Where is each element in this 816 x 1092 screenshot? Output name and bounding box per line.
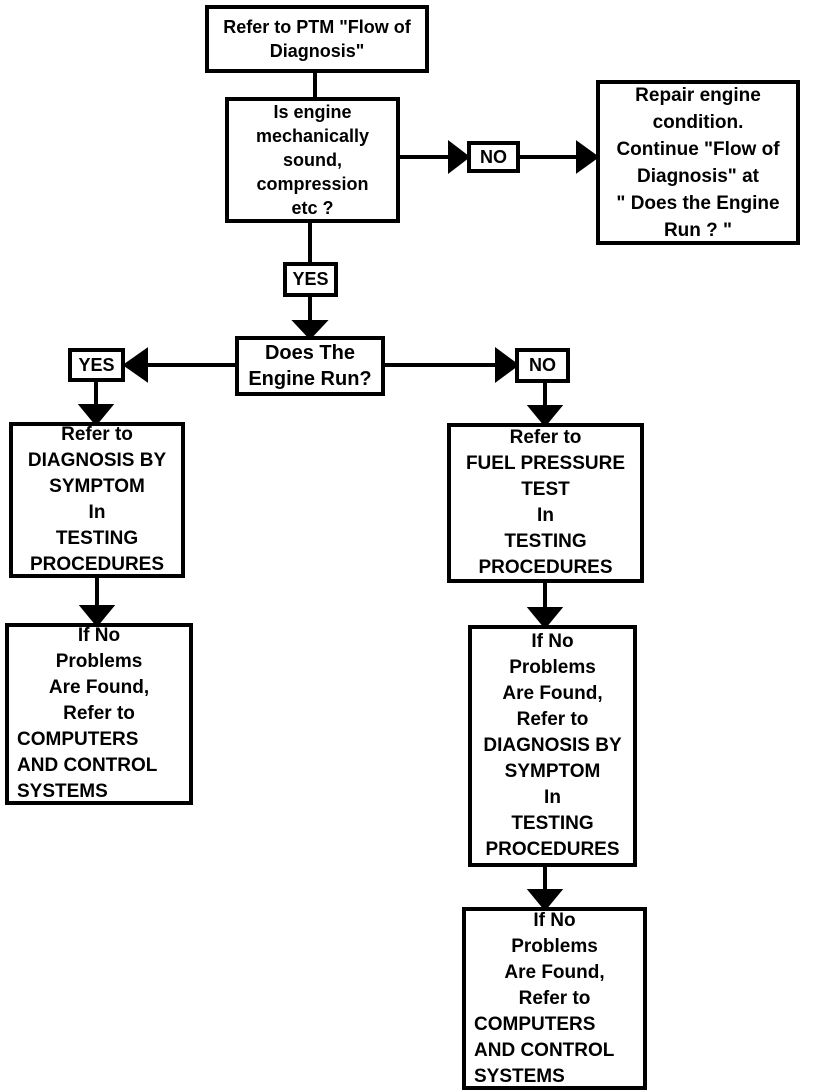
label-no-engine-sound: NO	[467, 141, 520, 173]
arrowhead-to-diag2	[526, 607, 564, 630]
label-yes-engine-sound: YES	[283, 262, 338, 297]
arrowhead-to-no-label	[448, 139, 471, 175]
node-diagnosis-by-symptom-secondary: If No Problems Are Found, Refer to DIAGN…	[468, 625, 637, 867]
arrowhead-to-repair	[576, 140, 600, 174]
node-fuel-pressure-test: Refer to FUEL PRESSURE TEST In TESTING P…	[447, 423, 644, 583]
arrowhead-to-yes-left	[122, 347, 148, 383]
node-diagnosis-by-symptom: Refer to DIAGNOSIS BY SYMPTOM In TESTING…	[9, 422, 185, 578]
arrowhead-to-computers-right	[526, 889, 564, 912]
arrowhead-to-diag-symptom	[77, 404, 115, 427]
arrowhead-to-engine-run	[291, 320, 329, 340]
node-repair-engine-condition: Repair engine condition. Continue "Flow …	[596, 80, 800, 245]
label-yes-engine-run: YES	[68, 348, 125, 382]
node-does-engine-run-question: Does The Engine Run?	[235, 336, 385, 396]
node-text-intro: If No Problems Are Found, Refer to	[504, 909, 605, 1009]
node-computers-and-control-systems-left: If No Problems Are Found, Refer to COMPU…	[5, 623, 193, 805]
arrowhead-to-computers-left	[78, 605, 116, 628]
node-refer-to-ptm: Refer to PTM "Flow of Diagnosis"	[205, 5, 429, 73]
arrowhead-to-fuel-pressure	[526, 405, 564, 428]
node-text-intro: If No Problems Are Found, Refer to	[48, 625, 150, 724]
node-engine-mechanically-sound-question: Is engine mechanically sound, compressio…	[225, 97, 400, 223]
node-text-reference: COMPUTERS AND CONTROL SYSTEMS	[17, 729, 158, 802]
arrowhead-to-no-right	[495, 347, 520, 383]
node-computers-and-control-systems-right: If No Problems Are Found, Refer to COMPU…	[462, 907, 647, 1090]
node-text-reference: COMPUTERS AND CONTROL SYSTEMS	[474, 1013, 615, 1087]
label-no-engine-run: NO	[515, 348, 570, 383]
